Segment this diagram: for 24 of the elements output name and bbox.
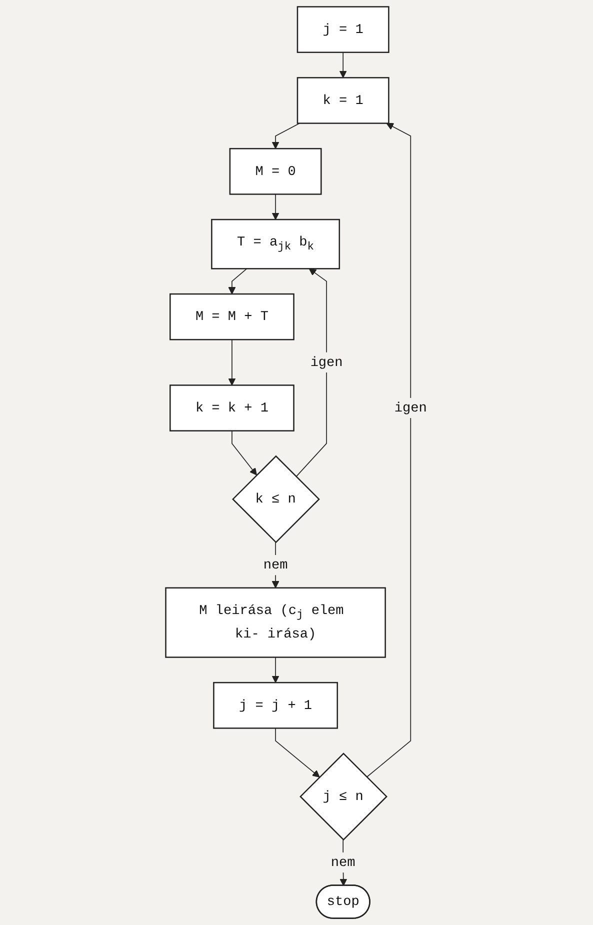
arrow [272, 122, 300, 149]
node-diamond: k ≤ n [232, 455, 320, 544]
edge-label: igen [310, 354, 343, 370]
arrow [340, 52, 347, 78]
arrow [228, 339, 236, 386]
edge-label: nem [331, 854, 356, 870]
node-box: M = 0 [229, 148, 322, 195]
node-box: k = 1 [297, 77, 390, 124]
arrow [275, 728, 320, 778]
arrow [272, 194, 280, 220]
edge-label: igen [394, 400, 428, 416]
node-box: k = k + 1 [170, 384, 295, 432]
node-box: j = 1 [297, 6, 390, 53]
node-box: j = j + 1 [213, 682, 338, 729]
arrow [228, 268, 248, 294]
node-box: T = a$_{jk}$ b$_{k}$ [211, 218, 340, 270]
arrow [366, 122, 412, 778]
arrow [272, 656, 280, 683]
node-box: M = M + T [170, 293, 295, 340]
edge-label: nem [264, 557, 288, 573]
arrow [296, 268, 328, 478]
node-diamond: j ≤ n [300, 752, 388, 841]
node-box: M leirása (c$_{j}$ elem ki- irása) [165, 587, 386, 658]
arrow [232, 430, 258, 476]
